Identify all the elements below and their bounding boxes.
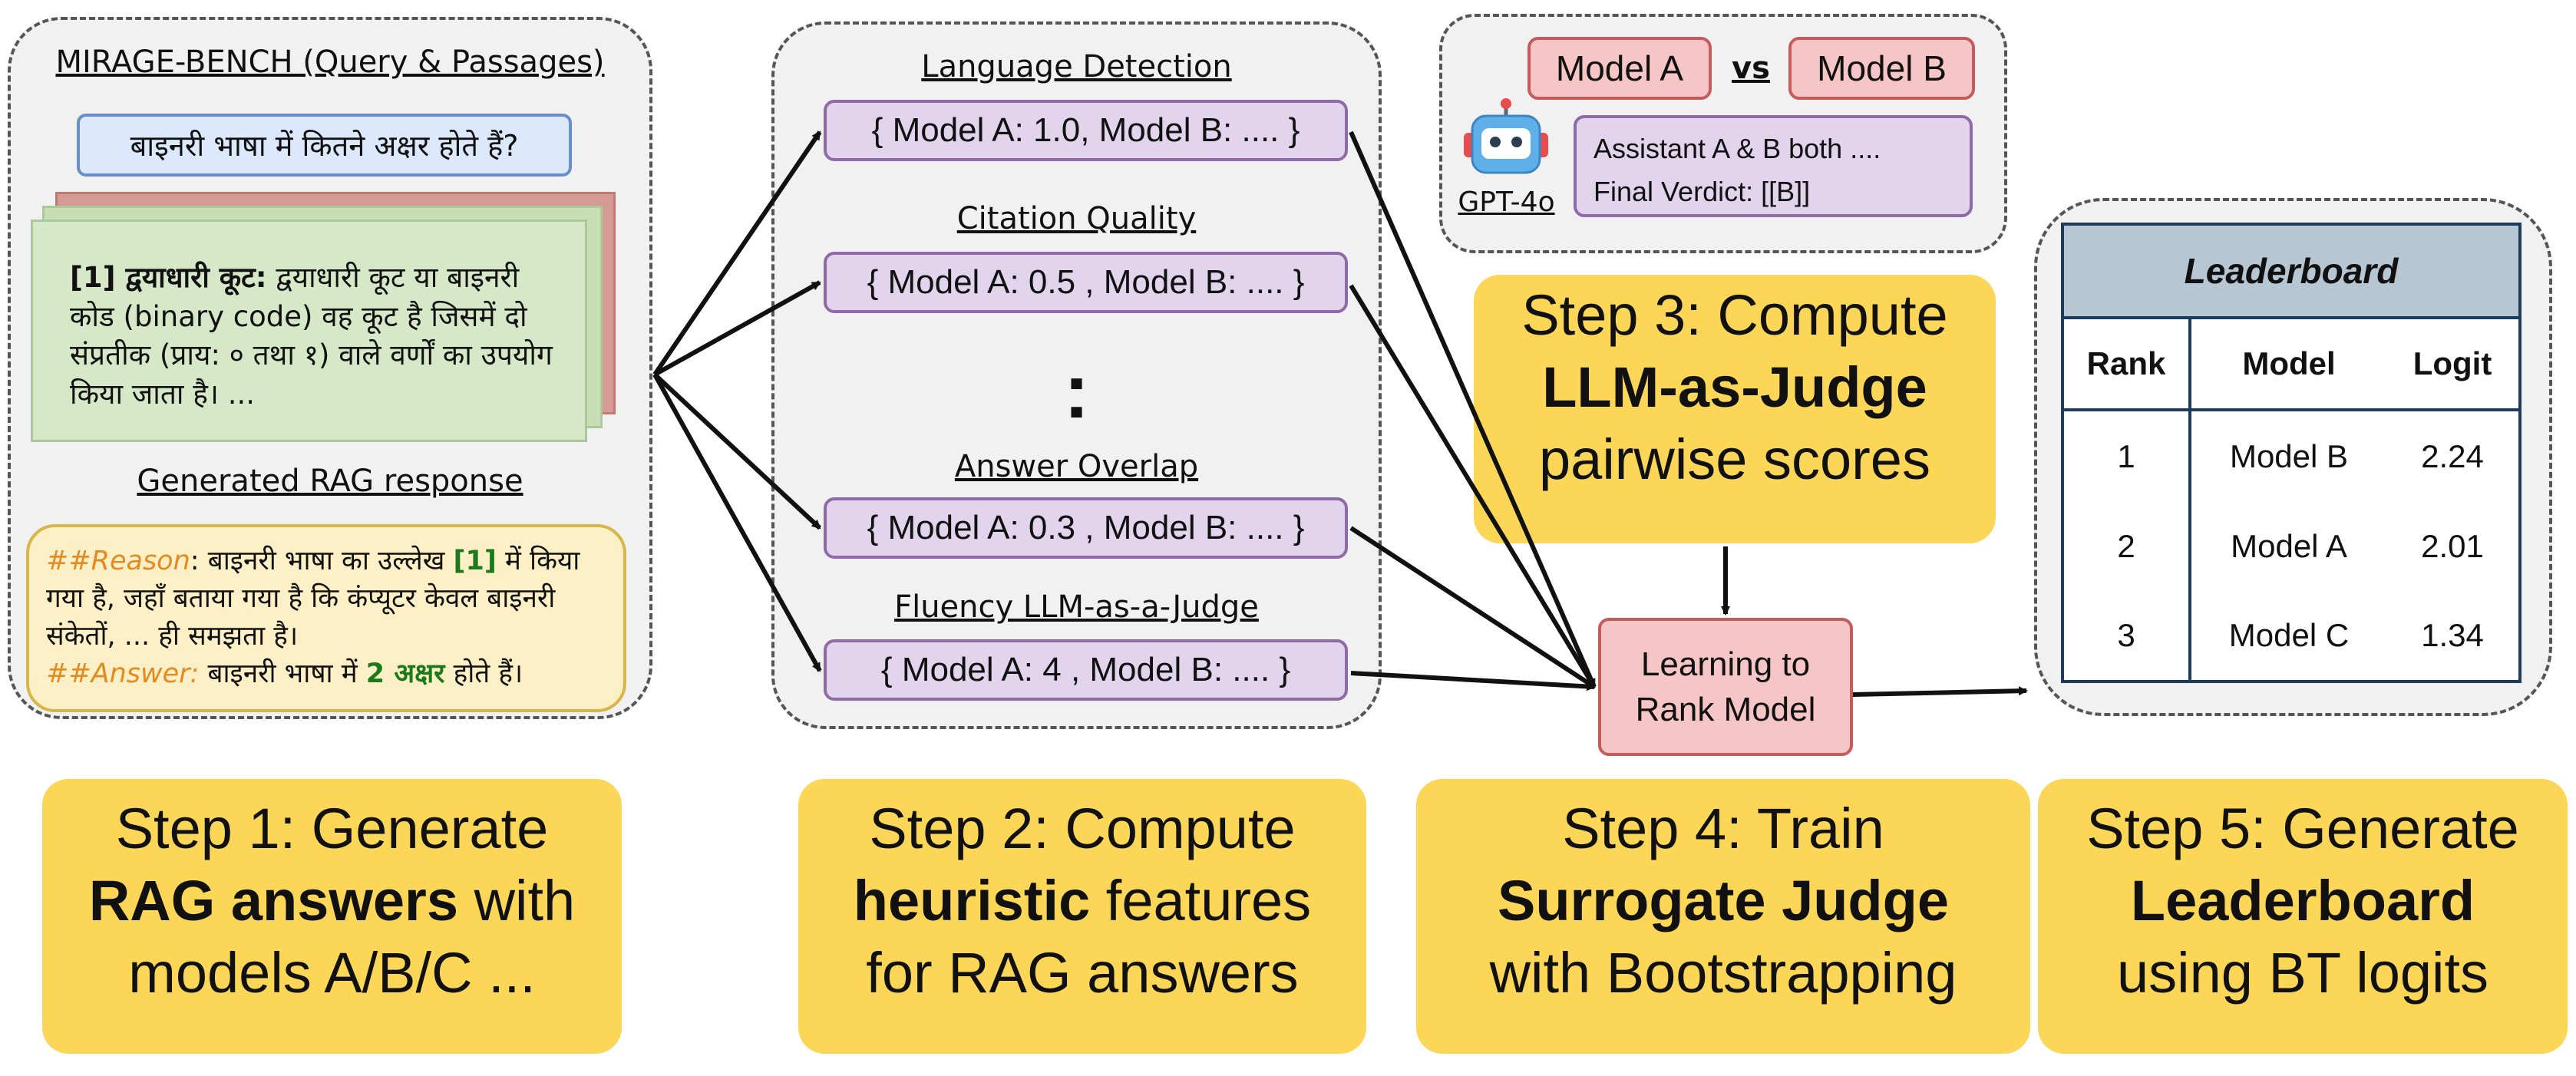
step-2-line-2: heuristic features <box>853 868 1312 932</box>
row-1-rank: 1 <box>2064 410 2191 503</box>
verdict-line-1: Assistant A & B both .... <box>1593 133 1881 164</box>
step-2-label: Step 2: Compute heuristic features for R… <box>798 779 1366 1054</box>
row-2-rank: 2 <box>2064 502 2191 592</box>
arrow-fluency-to-ltr <box>1350 671 1596 691</box>
model-a-box: Model A <box>1527 37 1712 100</box>
arrow-ltr-to-leaderboard <box>1852 686 2028 697</box>
answer-label: ##Answer: <box>46 658 200 689</box>
feature-heading-overlap: Answer Overlap <box>954 449 1199 484</box>
step-2-line-3: for RAG answers <box>866 940 1299 1005</box>
reason-text-b: में किया गया है, जहाँ बताया गया है कि कं… <box>46 546 580 652</box>
reason-label: ##Reason <box>46 546 190 576</box>
passage-label: [1] द्वयाधारी कूट: <box>70 261 267 294</box>
step-3-line-3: pairwise scores <box>1539 427 1930 491</box>
rag-response-heading: Generated RAG response <box>137 464 523 499</box>
row-1-model: Model B <box>2229 438 2349 475</box>
arrow-overlap-to-ltr <box>1349 526 1596 689</box>
arrow-to-fluency <box>652 373 822 672</box>
leaderboard-title: Leaderboard <box>2064 226 2518 319</box>
step-3-label: Step 3: Compute LLM-as-Judge pairwise sc… <box>1474 275 1996 543</box>
feature-value-fluency: { Model A: 4 , Model B: .... } <box>824 639 1348 701</box>
step-5-line-2: Leaderboard <box>2130 868 2475 932</box>
header-rank: Rank <box>2064 318 2191 411</box>
arrow-language-to-ltr <box>1349 130 1597 688</box>
answer-value: 2 अक्षर <box>365 658 445 689</box>
table-row: 3 Model C 1.34 <box>2064 591 2518 680</box>
arrow-to-language <box>652 130 822 376</box>
table-row: 2 Model A 2.01 <box>2064 502 2518 592</box>
step-4-line-1: Step 4: Train <box>1562 797 1884 860</box>
reason-citation: [1] <box>453 546 497 576</box>
step-3-line-1: Step 3: Compute <box>1521 283 1948 347</box>
query-box: बाइनरी भाषा में कितने अक्षर होते हैं? <box>77 114 572 177</box>
arrow-to-overlap <box>652 372 822 530</box>
arrow-to-citation <box>653 280 821 377</box>
step-4-line-2: Surrogate Judge <box>1498 868 1949 932</box>
table-row: 1 Model B 2.24 <box>2064 410 2518 503</box>
step-4-line-3: with Bootstrapping <box>1489 940 1957 1005</box>
feature-heading-citation: Citation Quality <box>956 201 1197 236</box>
feature-heading-language: Language Detection <box>921 49 1232 84</box>
robot-icon <box>1460 96 1552 180</box>
passage-card: [1] द्वयाधारी कूट: द्वयाधारी कूट या बाइन… <box>31 219 587 442</box>
leaderboard-grid: Leaderboard Rank Model Logit 1 Model B 2… <box>2064 226 2518 680</box>
step-5-line-1: Step 5: Generate <box>2086 797 2519 860</box>
step-1-line-3: models A/B/C ... <box>128 940 536 1005</box>
answer-text-b: होते हैं। <box>444 658 523 689</box>
mirage-bench-heading: MIRAGE-BENCH (Query & Passages) <box>55 45 605 80</box>
verdict-line-2: Final Verdict: [[B]] <box>1593 175 1811 207</box>
model-b-box: Model B <box>1788 37 1975 100</box>
ltr-model-label: Learning to Rank Model <box>1635 645 1816 728</box>
row-2-logit: 2.01 <box>2421 528 2484 565</box>
header-logit: Logit <box>2386 318 2518 411</box>
step-5-line-3: using BT logits <box>2117 940 2488 1005</box>
answer-text-a: बाइनरी भाषा में <box>199 658 366 689</box>
leaderboard-table: Leaderboard Rank Model Logit 1 Model B 2… <box>2061 223 2522 683</box>
feature-ellipsis: : <box>1063 348 1090 434</box>
ltr-model-box: Learning to Rank Model <box>1598 618 1853 756</box>
query-text: बाइनरी भाषा में कितने अक्षर होते हैं? <box>130 129 519 163</box>
row-3-model: Model C <box>2228 617 2350 654</box>
row-3-rank: 3 <box>2064 591 2191 680</box>
step-3-line-2: LLM-as-Judge <box>1542 355 1927 419</box>
feature-value-language: { Model A: 1.0, Model B: .... } <box>824 100 1348 161</box>
rag-response-box: ##Reason: बाइनरी भाषा का उल्लेख [1] में … <box>26 524 626 712</box>
reason-text-a: : बाइनरी भाषा का उल्लेख <box>190 546 454 576</box>
step-1-line-2: RAG answers with <box>88 868 576 932</box>
row-2-model: Model A <box>2231 528 2347 565</box>
judge-verdict-box: Assistant A & B both .... Final Verdict:… <box>1574 115 1973 217</box>
row-3-logit: 1.34 <box>2421 617 2484 654</box>
step-4-label: Step 4: Train Surrogate Judge with Boots… <box>1416 779 2030 1054</box>
step-1-label: Step 1: Generate RAG answers with models… <box>42 779 622 1054</box>
arrow-citation-to-ltr <box>1349 284 1597 688</box>
header-model: Model <box>2190 318 2386 411</box>
row-1-logit: 2.24 <box>2421 438 2484 475</box>
feature-value-citation: { Model A: 0.5 , Model B: .... } <box>824 252 1348 313</box>
step-1-line-1: Step 1: Generate <box>115 797 549 860</box>
feature-heading-fluency: Fluency LLM-as-a-Judge <box>894 589 1259 625</box>
passage-body: द्वयाधारी कूट या बाइनरी कोड (binary code… <box>70 261 553 411</box>
feature-value-overlap: { Model A: 0.3 , Model B: .... } <box>824 497 1348 559</box>
gpt4o-label: GPT-4o <box>1458 186 1555 218</box>
step-2-line-1: Step 2: Compute <box>869 797 1296 860</box>
step-5-label: Step 5: Generate Leaderboard using BT lo… <box>2038 779 2568 1054</box>
vs-label: vs <box>1732 51 1770 86</box>
